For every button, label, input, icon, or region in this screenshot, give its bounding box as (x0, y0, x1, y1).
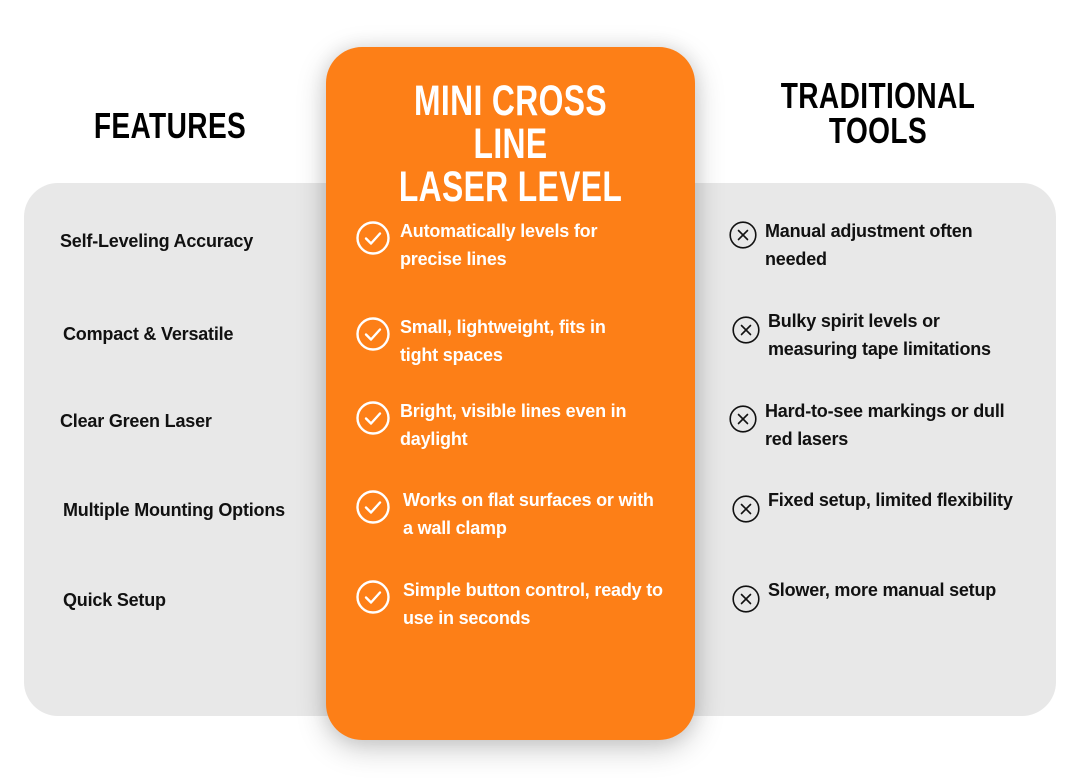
product-benefit-item: Automatically levels for precise lines (356, 217, 646, 273)
product-heading-line-2: LASER LEVEL (398, 163, 623, 211)
traditional-drawback-text: Hard-to-see markings or dull red lasers (765, 401, 1005, 449)
check-circle-icon (356, 580, 390, 619)
feature-label: Compact & Versatile (63, 324, 234, 344)
check-circle-icon (356, 401, 390, 440)
product-benefit-item: Simple button control, ready to use in s… (356, 576, 666, 632)
traditional-drawback-text: Slower, more manual setup (768, 580, 997, 600)
traditional-heading-line-1: TRADITIONAL (780, 75, 976, 116)
product-benefit-text: Bright, visible lines even in daylight (400, 401, 627, 449)
traditional-drawback-item: Manual adjustment often needed (729, 217, 1029, 273)
traditional-drawback-item: Bulky spirit levels or measuring tape li… (732, 307, 1032, 363)
product-benefit-item: Works on flat surfaces or with a wall cl… (356, 486, 656, 542)
features-column-heading: FEATURES (93, 105, 247, 146)
product-benefit-text: Automatically levels for precise lines (400, 221, 598, 269)
product-heading-line-1: MINI CROSS LINE (414, 77, 607, 168)
product-benefit-text: Simple button control, ready to use in s… (403, 580, 663, 628)
product-column-card (326, 47, 695, 740)
traditional-drawback-item: Fixed setup, limited flexibility (732, 486, 1032, 528)
check-circle-icon (356, 317, 390, 356)
product-benefit-text: Small, lightweight, fits in tight spaces (400, 317, 606, 365)
feature-label: Quick Setup (63, 590, 166, 610)
traditional-column-heading: TRADITIONAL TOOLS (770, 75, 985, 152)
x-circle-icon (729, 405, 757, 438)
product-benefit-item: Bright, visible lines even in daylight (356, 397, 646, 453)
feature-label: Clear Green Laser (60, 411, 212, 431)
product-benefit-text: Works on flat surfaces or with a wall cl… (403, 490, 654, 538)
check-circle-icon (356, 490, 390, 529)
x-circle-icon (732, 316, 760, 349)
feature-label: Multiple Mounting Options (63, 500, 285, 520)
product-column-heading: MINI CROSS LINE LASER LEVEL (374, 80, 647, 209)
traditional-drawback-text: Fixed setup, limited flexibility (768, 490, 1013, 510)
x-circle-icon (732, 495, 760, 528)
product-benefit-item: Small, lightweight, fits in tight spaces (356, 313, 646, 369)
feature-label: Self-Leveling Accuracy (60, 231, 254, 251)
traditional-heading-line-2: TOOLS (828, 110, 928, 152)
traditional-drawback-item: Slower, more manual setup (732, 576, 1042, 618)
traditional-drawback-text: Manual adjustment often needed (765, 221, 973, 269)
check-circle-icon (356, 221, 390, 260)
x-circle-icon (732, 585, 760, 618)
traditional-drawback-item: Hard-to-see markings or dull red lasers (729, 397, 1029, 453)
traditional-drawback-text: Bulky spirit levels or measuring tape li… (768, 311, 991, 359)
x-circle-icon (729, 221, 757, 254)
